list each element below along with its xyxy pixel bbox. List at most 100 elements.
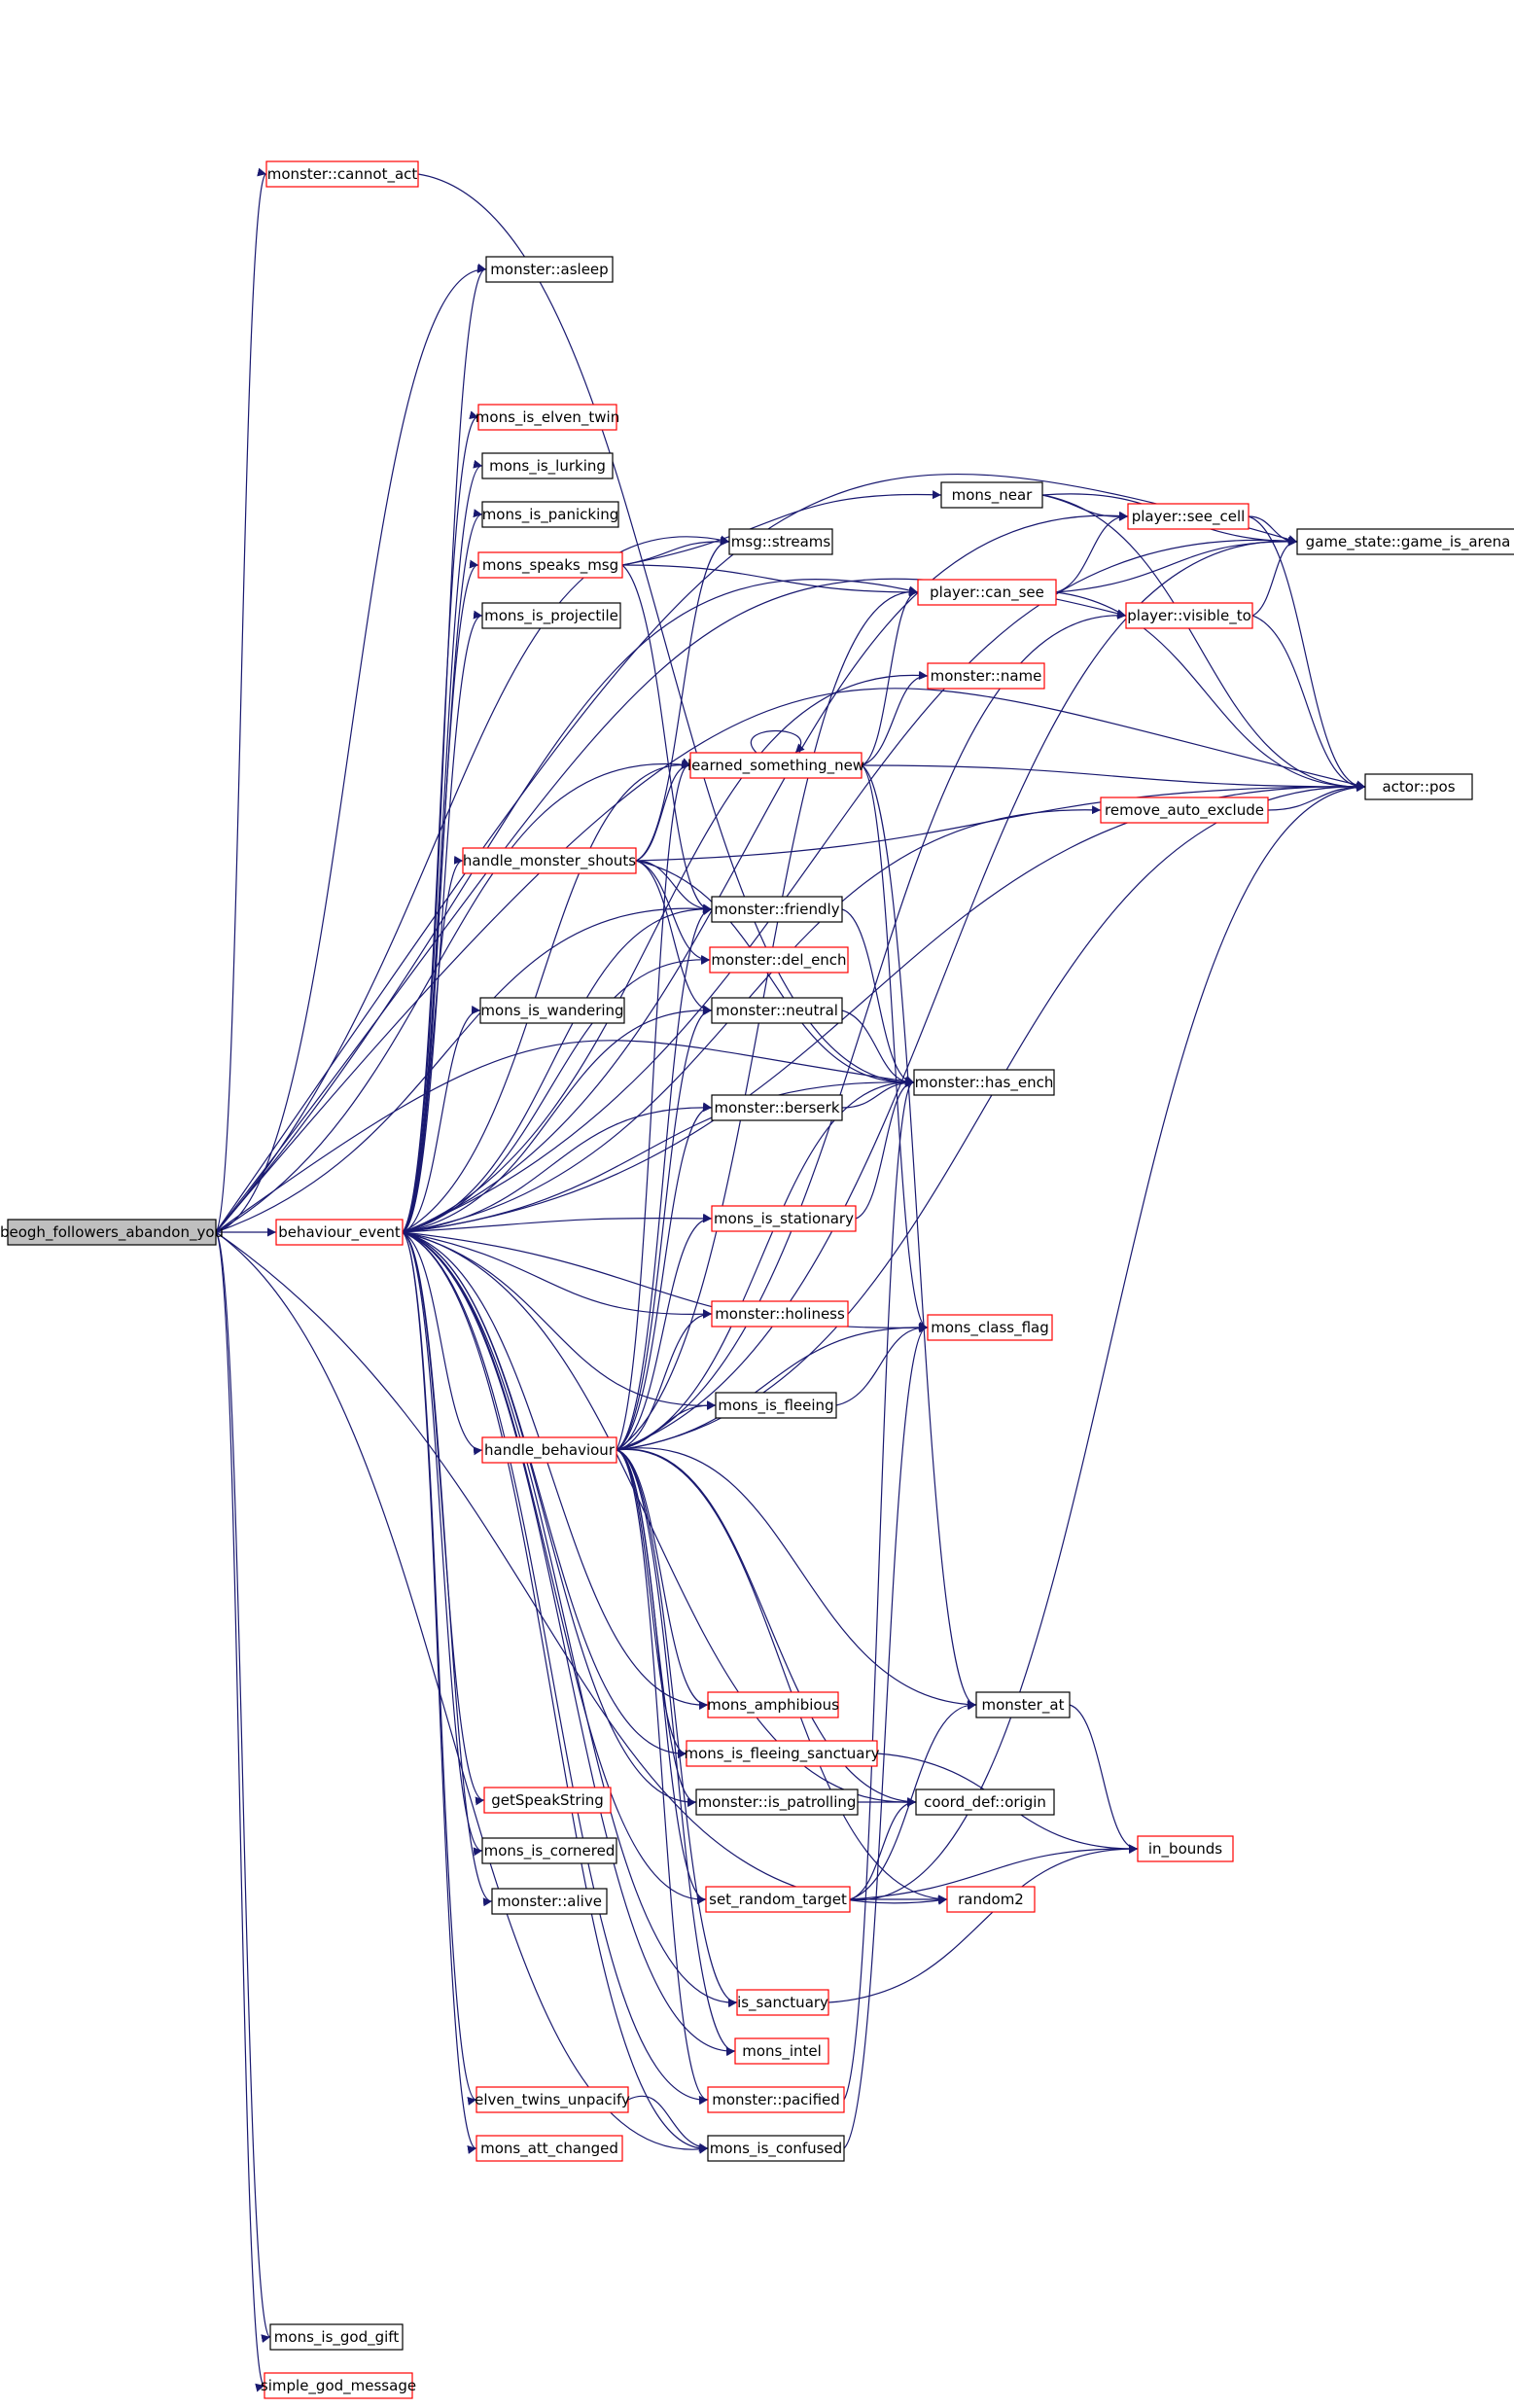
node-box[interactable] (1100, 797, 1269, 824)
node-box[interactable] (689, 752, 863, 779)
node-box[interactable] (481, 602, 621, 629)
node-box[interactable] (269, 2323, 404, 2351)
node-box[interactable] (728, 528, 833, 555)
node-box[interactable] (709, 946, 849, 974)
node-box[interactable] (715, 1392, 837, 1419)
node-mons-is-stationary[interactable]: mons_is_stationary (711, 1205, 857, 1232)
node-box[interactable] (734, 2037, 829, 2065)
node-mons-is-lurking[interactable]: mons_is_lurking (481, 452, 614, 479)
node-behaviour-event[interactable]: behaviour_event (275, 1219, 404, 1246)
node-remove-auto-exclude[interactable]: remove_auto_exclude (1100, 797, 1269, 824)
node-box[interactable] (917, 579, 1057, 606)
node-box[interactable] (711, 1300, 849, 1328)
node-box[interactable] (913, 1069, 1055, 1096)
node-player-can-see[interactable]: player::can_see (917, 579, 1057, 606)
node-box[interactable] (707, 2086, 845, 2113)
node-box[interactable] (707, 2135, 845, 2162)
node-mons-speaks-msg[interactable]: mons_speaks_msg (477, 551, 623, 579)
node-box[interactable] (927, 1314, 1053, 1341)
node-mons-intel[interactable]: mons_intel (734, 2037, 829, 2065)
node-box[interactable] (940, 481, 1043, 509)
node-box[interactable] (915, 1788, 1055, 1816)
node-box[interactable] (686, 1740, 878, 1767)
node-mons-near[interactable]: mons_near (940, 481, 1043, 509)
node-mons-att-changed[interactable]: mons_att_changed (475, 2135, 623, 2162)
node-mons-is-god-gift[interactable]: mons_is_god_gift (269, 2323, 404, 2351)
node-monster-berserk[interactable]: monster::berserk (711, 1094, 843, 1121)
node-box[interactable] (481, 501, 619, 528)
node-box[interactable] (1127, 503, 1250, 530)
node-monster-pacified[interactable]: monster::pacified (707, 2086, 845, 2113)
node-box[interactable] (1137, 1835, 1234, 1862)
node-msg-streams[interactable]: msg::streams (728, 528, 833, 555)
node-monster-asleep[interactable]: monster::asleep (485, 256, 614, 283)
node-monster-has-ench[interactable]: monster::has_ench (913, 1069, 1055, 1096)
node-random2[interactable]: random2 (946, 1886, 1036, 1913)
node-monster-holiness[interactable]: monster::holiness (711, 1300, 849, 1328)
node-player-see-cell[interactable]: player::see_cell (1127, 503, 1250, 530)
node-box[interactable] (711, 896, 843, 923)
node-box[interactable] (481, 1837, 617, 1864)
node-handle-behaviour[interactable]: handle_behaviour (481, 1436, 617, 1464)
node-getspeakstring[interactable]: getSpeakString (483, 1787, 612, 1814)
node-coord-def-origin[interactable]: coord_def::origin (915, 1788, 1055, 1816)
node-monster-cannot-act[interactable]: monster::cannot_act (265, 160, 419, 188)
node-mons-is-wandering[interactable]: mons_is_wandering (479, 997, 625, 1024)
node-set-random-target[interactable]: set_random_target (705, 1886, 851, 1913)
node-monster-at[interactable]: monster_at (975, 1691, 1071, 1718)
node-box[interactable] (705, 1886, 851, 1913)
node-box[interactable] (1364, 773, 1473, 800)
node-elven-twins-unpacify[interactable]: elven_twins_unpacify (475, 2086, 630, 2113)
node-box[interactable] (264, 2372, 413, 2399)
node-box[interactable] (711, 1205, 857, 1232)
node-in-bounds[interactable]: in_bounds (1137, 1835, 1234, 1862)
node-box[interactable] (462, 847, 637, 874)
node-box[interactable] (975, 1691, 1071, 1718)
node-box[interactable] (483, 1787, 612, 1814)
node-box[interactable] (479, 997, 625, 1024)
node-box[interactable] (1125, 602, 1253, 629)
node-mons-is-cornered[interactable]: mons_is_cornered (481, 1837, 617, 1864)
node-box[interactable] (711, 1094, 843, 1121)
node-beogh-followers-abandon-you[interactable]: beogh_followers_abandon_you (0, 1219, 224, 1246)
node-box[interactable] (481, 1436, 617, 1464)
node-learned-something-new[interactable]: learned_something_new (687, 752, 864, 779)
node-actor-pos[interactable]: actor::pos (1364, 773, 1473, 800)
node-player-visible-to[interactable]: player::visible_to (1125, 602, 1253, 629)
node-mons-is-confused[interactable]: mons_is_confused (707, 2135, 845, 2162)
node-is-sanctuary[interactable]: is_sanctuary (736, 1989, 829, 2016)
node-box[interactable] (927, 662, 1045, 690)
node-mons-class-flag[interactable]: mons_class_flag (927, 1314, 1053, 1341)
node-simple-god-message[interactable]: simple_god_message (261, 2372, 416, 2399)
node-box[interactable] (481, 452, 614, 479)
node-game-state-game-is-arena[interactable]: game_state::game_is_arena (1296, 528, 1514, 555)
node-mons-amphibious[interactable]: mons_amphibious (707, 1691, 839, 1718)
node-box[interactable] (707, 1691, 839, 1718)
node-mons-is-fleeing-sanctuary[interactable]: mons_is_fleeing_sanctuary (684, 1740, 880, 1767)
node-box[interactable] (475, 2135, 623, 2162)
node-mons-is-projectile[interactable]: mons_is_projectile (481, 602, 621, 629)
node-box[interactable] (711, 997, 843, 1024)
node-box[interactable] (485, 256, 614, 283)
node-box[interactable] (265, 160, 419, 188)
node-box[interactable] (7, 1219, 217, 1246)
node-box[interactable] (477, 404, 617, 431)
node-monster-del-ench[interactable]: monster::del_ench (709, 946, 849, 974)
node-monster-friendly[interactable]: monster::friendly (711, 896, 843, 923)
node-box[interactable] (695, 1788, 859, 1816)
node-box[interactable] (491, 1888, 608, 1915)
node-monster-neutral[interactable]: monster::neutral (711, 997, 843, 1024)
node-box[interactable] (736, 1989, 829, 2016)
node-box[interactable] (477, 551, 623, 579)
node-mons-is-panicking[interactable]: mons_is_panicking (481, 501, 619, 528)
node-box[interactable] (475, 2086, 629, 2113)
node-handle-monster-shouts[interactable]: handle_monster_shouts (462, 847, 637, 874)
node-box[interactable] (1296, 528, 1514, 555)
node-mons-is-fleeing[interactable]: mons_is_fleeing (715, 1392, 837, 1419)
node-box[interactable] (946, 1886, 1036, 1913)
node-monster-is-patrolling[interactable]: monster::is_patrolling (695, 1788, 859, 1816)
node-box[interactable] (275, 1219, 404, 1246)
node-monster-name[interactable]: monster::name (927, 662, 1045, 690)
node-monster-alive[interactable]: monster::alive (491, 1888, 608, 1915)
node-mons-is-elven-twin[interactable]: mons_is_elven_twin (475, 404, 619, 431)
